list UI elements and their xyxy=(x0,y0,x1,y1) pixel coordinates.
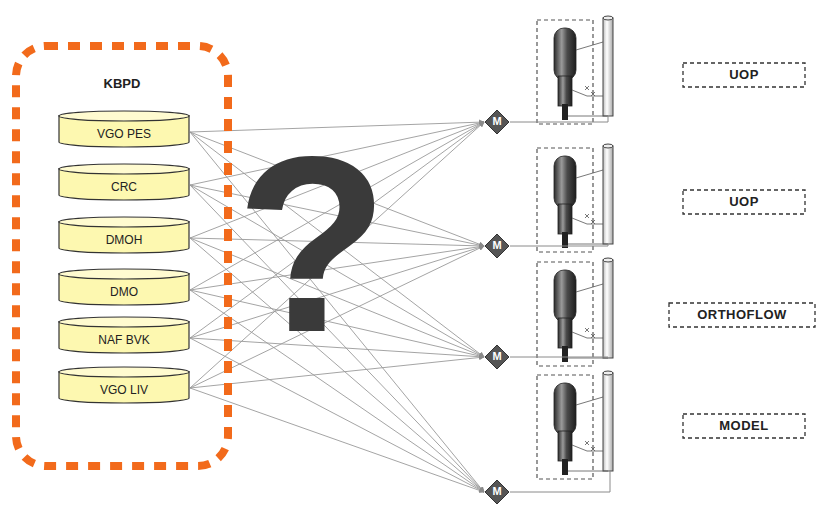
tank-name: VGO LIV xyxy=(100,383,148,397)
tank-name: NAF BVK xyxy=(98,333,149,347)
unit-label-box: MODEL xyxy=(682,413,806,439)
mixer-letter: M xyxy=(492,239,501,252)
unit-label-box: UOP xyxy=(682,189,806,215)
source-group: VGO PES CRC DMOH DMO NAF BVK VGO LIV KBPD xyxy=(12,42,232,470)
question-mark: ? xyxy=(232,100,392,390)
tank-name: VGO PES xyxy=(97,127,151,141)
tank-cylinder: CRC xyxy=(58,163,190,201)
mixer-diamond: M xyxy=(484,109,510,135)
mixer-diamond: M xyxy=(484,233,510,259)
tank-name: DMOH xyxy=(106,233,143,247)
mixer-letter: M xyxy=(492,115,501,128)
mixer-letter: M xyxy=(492,350,501,363)
tank-cylinder: NAF BVK xyxy=(58,316,190,354)
tank-name: CRC xyxy=(111,180,137,194)
mixer-letter: M xyxy=(492,485,501,498)
tank-name: DMO xyxy=(110,285,138,299)
unit-label-box: ORTHOFLOW xyxy=(668,302,816,328)
node-outline xyxy=(12,42,232,470)
tank-cylinder: VGO PES xyxy=(58,110,190,148)
feed-line xyxy=(190,388,484,492)
unit-name: UOP xyxy=(729,67,759,83)
unit-name: UOP xyxy=(729,194,759,210)
mixer-diamond: M xyxy=(484,479,510,505)
tank-cylinder: VGO LIV xyxy=(58,366,190,404)
unit-name: MODEL xyxy=(719,418,768,434)
unit-name: ORTHOFLOW xyxy=(697,307,787,323)
group-title: KBPD xyxy=(104,76,141,92)
tank-cylinder: DMO xyxy=(58,268,190,306)
mixer-diamond: M xyxy=(484,344,510,370)
tank-cylinder: DMOH xyxy=(58,216,190,254)
unit-label-box: UOP xyxy=(682,62,806,88)
